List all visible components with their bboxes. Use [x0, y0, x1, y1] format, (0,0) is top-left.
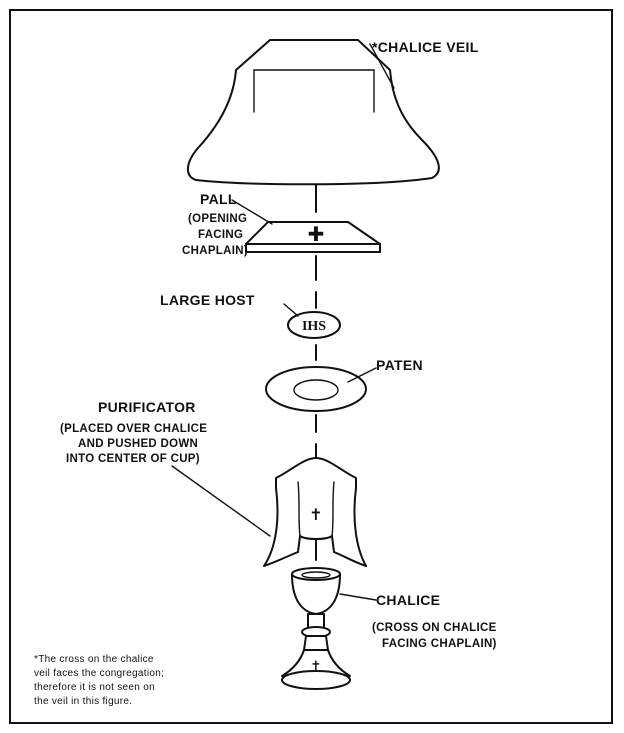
large-host-leader [283, 303, 299, 317]
chalice-veil-label: *CHALICE VEIL [372, 39, 479, 55]
footnote-line-2: veil faces the congregation; [34, 668, 164, 679]
chalice-note-line-1: (CROSS ON CHALICE [372, 622, 497, 634]
pall-leader [231, 199, 273, 225]
large-host: IHS [287, 311, 341, 339]
chalice-note-line-2: FACING CHAPLAIN) [382, 638, 497, 650]
purificator-cross-icon: ✝ [309, 505, 322, 524]
chalice-cross-icon: ✝ [311, 659, 322, 674]
footnote: *The cross on the chalice veil faces the… [34, 654, 164, 707]
chalice-veil [187, 39, 440, 186]
pall-note-line-1: (OPENING [188, 213, 247, 225]
purificator-note-line-1: (PLACED OVER CHALICE [60, 423, 207, 435]
chalice: ✝ [281, 567, 351, 690]
pall-note-line-2: FACING [198, 229, 243, 241]
large-host-label: LARGE HOST [160, 292, 255, 308]
paten [265, 366, 367, 412]
paten-label: PATEN [376, 357, 423, 373]
purificator: ✝ [263, 457, 367, 567]
chalice-leader [339, 593, 377, 601]
pall: ✚ [245, 221, 381, 253]
purificator-note-line-2: AND PUSHED DOWN [78, 438, 198, 450]
chalice-label: CHALICE [376, 592, 440, 608]
chalice-veil-leader [369, 43, 395, 89]
pall-label: PALL [200, 191, 237, 207]
purificator-leader [171, 465, 271, 537]
footnote-line-1: *The cross on the chalice [34, 654, 154, 665]
figure-frame [9, 9, 613, 724]
paten-leader [347, 367, 377, 383]
purificator-note-line-3: INTO CENTER OF CUP) [66, 453, 200, 465]
footnote-line-3: therefore it is not seen on [34, 682, 155, 693]
purificator-label: PURIFICATOR [98, 399, 196, 415]
pall-cross-icon: ✚ [308, 222, 325, 246]
pall-note-line-3: CHAPLAIN) [182, 245, 248, 257]
footnote-line-4: the veil in this figure. [34, 696, 132, 707]
host-ihs-mark: IHS [302, 319, 326, 334]
